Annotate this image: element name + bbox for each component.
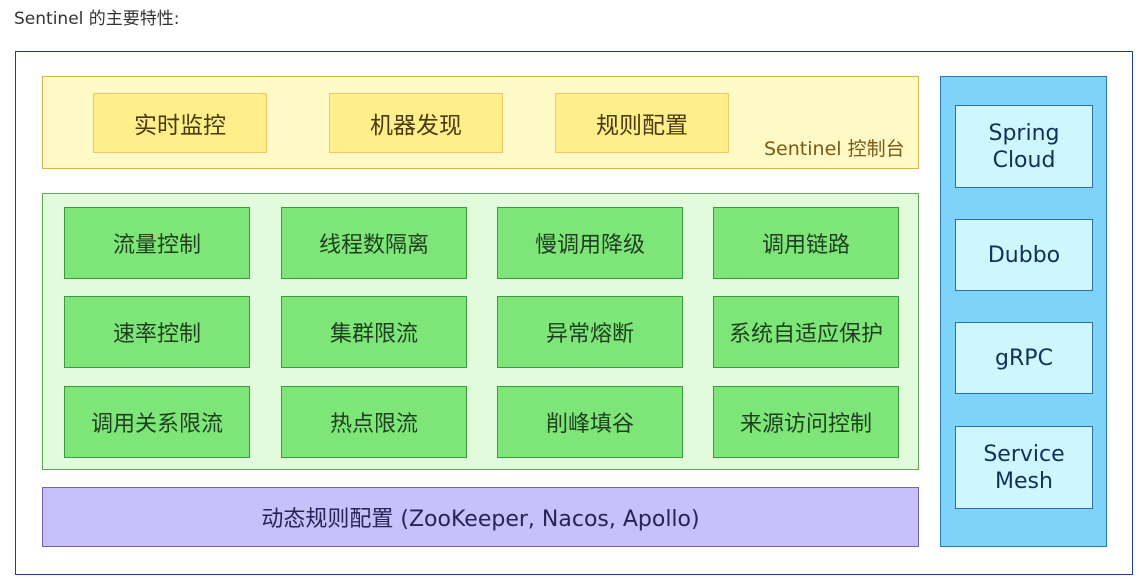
dynamic-rules-bar: 动态规则配置 (ZooKeeper, Nacos, Apollo) bbox=[42, 487, 919, 547]
console-item-machine-discovery: 机器发现 bbox=[329, 93, 503, 153]
page-heading: Sentinel 的主要特性: bbox=[14, 9, 180, 29]
feature-flow-control: 流量控制 bbox=[64, 207, 250, 279]
feature-hotspot-limit: 热点限流 bbox=[281, 386, 467, 458]
feature-thread-isolation: 线程数隔离 bbox=[281, 207, 467, 279]
console-item-realtime-monitoring: 实时监控 bbox=[93, 93, 267, 153]
adapter-label-line: Spring bbox=[988, 120, 1060, 146]
feature-relation-limit: 调用关系限流 bbox=[64, 386, 250, 458]
feature-rate-control: 速率控制 bbox=[64, 296, 250, 368]
adapter-grpc: gRPC bbox=[955, 322, 1093, 394]
adapter-label-line: Dubbo bbox=[987, 242, 1061, 268]
feature-peak-shaving: 削峰填谷 bbox=[497, 386, 683, 458]
feature-slow-call-degrade: 慢调用降级 bbox=[497, 207, 683, 279]
adapter-label-line: Service bbox=[983, 441, 1065, 467]
feature-system-adaptive: 系统自适应保护 bbox=[713, 296, 899, 368]
adapter-label-line: Mesh bbox=[995, 468, 1053, 494]
console-label: Sentinel 控制台 bbox=[764, 138, 905, 160]
feature-cluster-limit: 集群限流 bbox=[281, 296, 467, 368]
feature-call-chain: 调用链路 bbox=[713, 207, 899, 279]
console-item-rule-config: 规则配置 bbox=[555, 93, 729, 153]
adapter-dubbo: Dubbo bbox=[955, 219, 1093, 291]
adapter-label-line: gRPC bbox=[995, 345, 1053, 371]
adapter-spring-cloud: Spring Cloud bbox=[955, 105, 1093, 188]
feature-exception-break: 异常熔断 bbox=[497, 296, 683, 368]
adapter-label-line: Cloud bbox=[992, 147, 1056, 173]
adapter-service-mesh: Service Mesh bbox=[955, 426, 1093, 509]
feature-origin-control: 来源访问控制 bbox=[713, 386, 899, 458]
